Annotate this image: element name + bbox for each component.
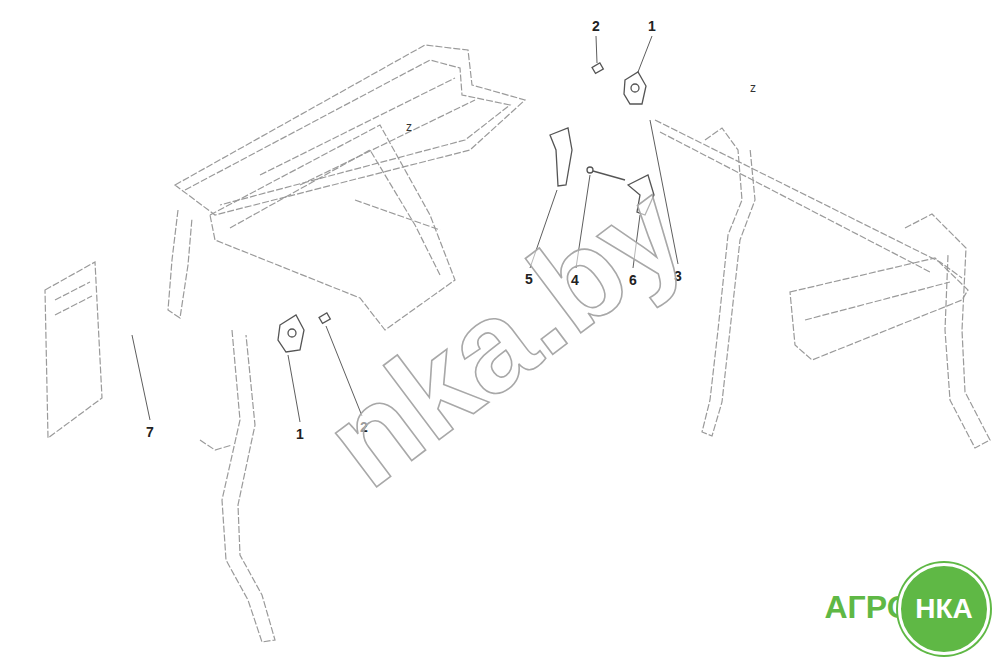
callout-number: 7 [146,425,154,439]
axis-letter: z [750,82,756,94]
callout-number: 1 [648,19,656,33]
watermark: nka.by [305,162,706,508]
frame-parts [45,45,990,642]
callout-number: 2 [592,19,600,33]
logo-circle: НКА [898,563,990,655]
logo-text: НКА [915,593,973,625]
axis-letter: z [406,121,412,133]
callout-number: 1 [296,427,304,441]
